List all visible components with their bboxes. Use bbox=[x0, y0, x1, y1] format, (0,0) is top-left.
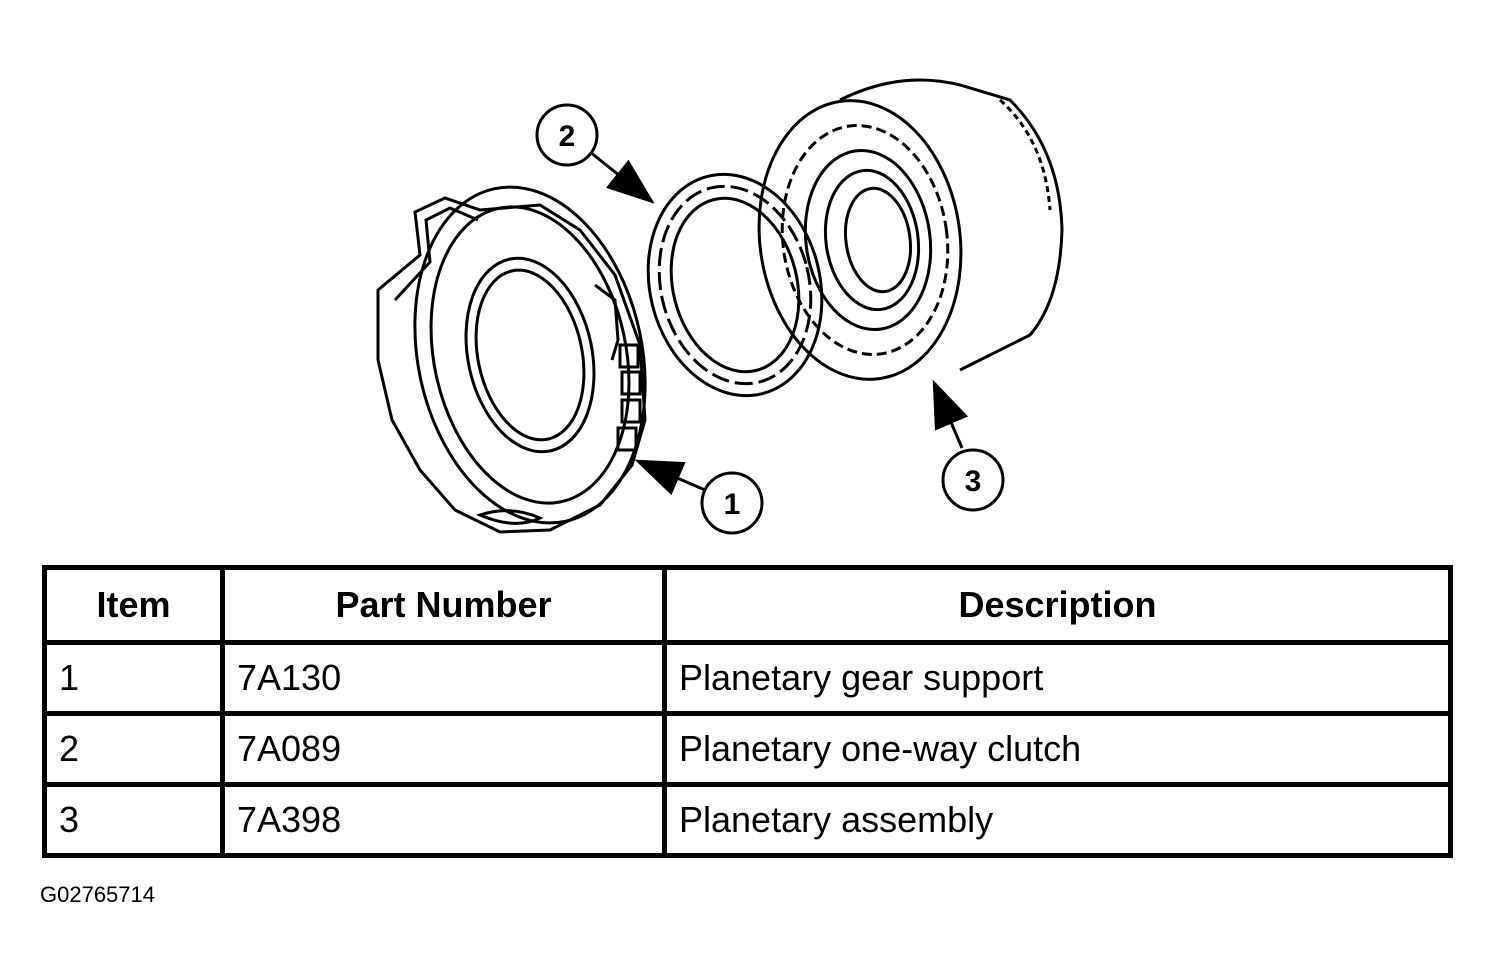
description-cell: Planetary one-way clutch bbox=[662, 711, 1453, 787]
exploded-view-diagram: 1 2 3 bbox=[376, 78, 1064, 535]
parts-table: Item Part Number Description 1 7A130 Pla… bbox=[42, 565, 1453, 858]
part-number-cell: 7A398 bbox=[220, 782, 667, 858]
item-header: Item bbox=[42, 565, 225, 645]
planetary-one-way-clutch-drawing bbox=[646, 172, 824, 398]
callout-3: 3 bbox=[932, 379, 1005, 512]
table-header-row: Item Part Number Description bbox=[42, 565, 1453, 645]
item-cell: 2 bbox=[42, 711, 225, 787]
table-row: 3 7A398 Planetary assembly bbox=[42, 782, 1453, 858]
planetary-assembly-drawing bbox=[757, 78, 1064, 381]
planetary-gear-support-drawing bbox=[376, 185, 647, 534]
item-cell: 1 bbox=[42, 640, 225, 716]
part-number-cell: 7A089 bbox=[220, 711, 667, 787]
table-row: 1 7A130 Planetary gear support bbox=[42, 640, 1453, 716]
callout-2: 2 bbox=[535, 103, 655, 204]
description-cell: Planetary gear support bbox=[662, 640, 1453, 716]
callout-3-label: 3 bbox=[965, 465, 982, 498]
table-row: 2 7A089 Planetary one-way clutch bbox=[42, 711, 1453, 787]
description-header: Description bbox=[662, 565, 1453, 645]
callout-1: 1 bbox=[634, 459, 764, 535]
description-cell: Planetary assembly bbox=[662, 782, 1453, 858]
figure-id: G02765714 bbox=[40, 882, 155, 907]
callout-1-label: 1 bbox=[724, 488, 741, 521]
item-cell: 3 bbox=[42, 782, 225, 858]
part-number-cell: 7A130 bbox=[220, 640, 667, 716]
part-number-header: Part Number bbox=[220, 565, 667, 645]
callout-2-label: 2 bbox=[559, 120, 576, 153]
